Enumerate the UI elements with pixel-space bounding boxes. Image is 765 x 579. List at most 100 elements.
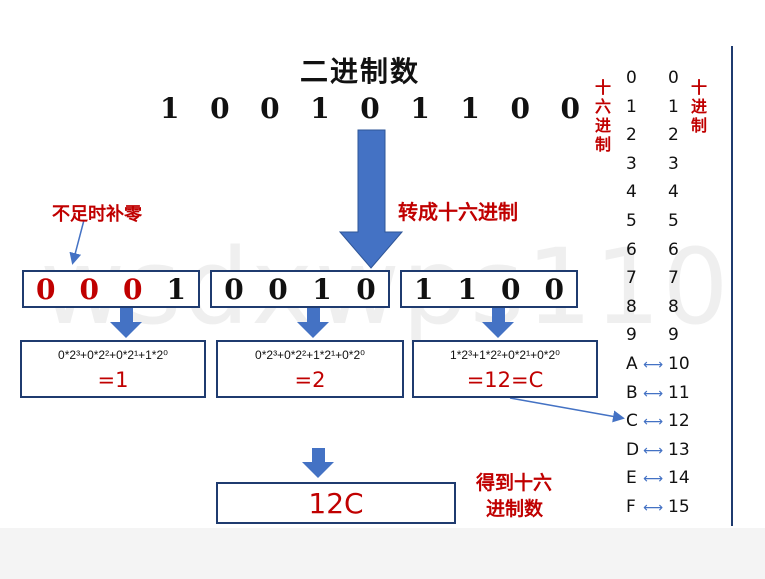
binary-digit: 0 xyxy=(210,92,230,125)
hex-label-char: 制 xyxy=(594,135,611,154)
nibble-group-1: 0 0 0 1 xyxy=(22,270,200,308)
dec-value: 3 xyxy=(668,153,679,174)
result-label: 得到十六 进制数 xyxy=(476,470,552,522)
hex-value: 8 xyxy=(626,296,637,317)
calc-formula: 1*2³+1*2²+0*2¹+0*2⁰ xyxy=(450,348,560,362)
pad-zero-label: 不足时补零 xyxy=(52,204,142,225)
calc-result: =2 xyxy=(294,368,326,392)
binary-digit: 1 xyxy=(160,92,180,125)
hex-value: 1 xyxy=(626,96,637,117)
link-arrow-icon: ⟷ xyxy=(642,442,664,459)
footer-band xyxy=(0,528,765,579)
hex-value: F xyxy=(626,497,636,517)
table-divider-line xyxy=(731,46,733,526)
dec-value: 2 xyxy=(668,125,679,146)
table-row: F⟷15 xyxy=(626,497,690,521)
calc-box-2: 0*2³+0*2²+1*2¹+0*2⁰ =2 xyxy=(216,340,404,398)
hex-value: 4 xyxy=(626,182,637,203)
calc-formula: 0*2³+0*2²+1*2¹+0*2⁰ xyxy=(255,348,365,362)
dec-value: 4 xyxy=(668,182,679,203)
dec-value: 14 xyxy=(668,468,690,489)
hex-value: 0 xyxy=(626,68,637,88)
nibble-group-3: 1 1 0 0 xyxy=(400,270,578,308)
binary-digit-row: 1 0 0 1 0 1 1 0 0 xyxy=(160,92,580,125)
small-down-arrow xyxy=(110,308,142,338)
padded-zero-digit: 0 xyxy=(36,272,56,306)
big-down-arrow xyxy=(338,129,404,269)
nibble-digit: 1 xyxy=(312,272,332,306)
final-hex-value: 12C xyxy=(308,486,364,520)
binary-digit: 0 xyxy=(560,92,580,125)
table-row: B⟷11 xyxy=(626,383,690,407)
dec-value: 12 xyxy=(668,411,690,432)
pad-zero-pointer xyxy=(69,219,85,265)
hex-vertical-label: 十 六 进 制 xyxy=(594,78,612,154)
dec-value: 1 xyxy=(668,96,679,117)
hex-label-char: 十 xyxy=(594,78,611,97)
hex-value: A xyxy=(626,354,638,374)
hex-value: 6 xyxy=(626,239,637,260)
c-to-table-pointer xyxy=(509,397,625,423)
hex-value: 5 xyxy=(626,211,637,231)
result-down-arrow xyxy=(302,448,334,478)
binary-digit: 1 xyxy=(460,92,480,125)
nibble-digit: 0 xyxy=(268,272,288,306)
hex-value: 7 xyxy=(626,268,637,289)
small-down-arrow xyxy=(297,308,329,338)
result-label-line: 得到十六 xyxy=(476,472,553,494)
dec-value: 15 xyxy=(668,497,690,517)
hex-value: 3 xyxy=(626,153,637,174)
padded-zero-digit: 0 xyxy=(123,272,143,306)
binary-digit: 0 xyxy=(360,92,380,125)
link-arrow-icon: ⟷ xyxy=(642,385,664,402)
dec-value: 9 xyxy=(668,325,679,346)
dec-label-char: 十 xyxy=(690,78,707,97)
dec-vertical-label: 十 进 制 xyxy=(690,78,708,135)
hex-label-char: 六 xyxy=(594,97,611,116)
table-row: C⟷12 xyxy=(626,411,690,435)
table-row: E⟷14 xyxy=(626,468,690,492)
dec-label-char: 进 xyxy=(690,97,707,116)
small-down-arrow xyxy=(482,308,514,338)
hex-label-char: 进 xyxy=(594,116,611,135)
dec-value: 7 xyxy=(668,268,679,289)
table-row: D⟷13 xyxy=(626,440,690,464)
binary-digit: 1 xyxy=(310,92,330,125)
dec-label-char: 制 xyxy=(690,116,707,135)
dec-value: 11 xyxy=(668,382,690,403)
table-row: A⟷10 xyxy=(626,354,690,378)
calc-box-3: 1*2³+1*2²+0*2¹+0*2⁰ =12=C xyxy=(412,340,598,398)
hex-value: 9 xyxy=(626,325,637,346)
hex-value: C xyxy=(626,411,638,432)
nibble-digit: 1 xyxy=(414,272,434,306)
binary-digit: 0 xyxy=(510,92,530,125)
dec-value: 0 xyxy=(668,68,679,88)
nibble-group-2: 0 0 1 0 xyxy=(210,270,390,308)
calc-formula: 0*2³+0*2²+0*2¹+1*2⁰ xyxy=(58,348,168,362)
nibble-digit: 0 xyxy=(224,272,244,306)
nibble-digit: 1 xyxy=(457,272,477,306)
link-arrow-icon: ⟷ xyxy=(642,357,664,373)
hex-value: E xyxy=(626,468,637,489)
dec-value: 13 xyxy=(668,439,690,460)
dec-value: 6 xyxy=(668,239,679,260)
calc-result: =12=C xyxy=(466,368,544,392)
result-label-line: 进制数 xyxy=(486,498,544,520)
hex-value: D xyxy=(626,439,640,460)
binary-digit: 0 xyxy=(260,92,280,125)
hex-value: B xyxy=(626,382,638,403)
binary-digit: 1 xyxy=(410,92,430,125)
link-arrow-icon: ⟷ xyxy=(642,414,664,431)
nibble-digit: 1 xyxy=(166,272,186,306)
